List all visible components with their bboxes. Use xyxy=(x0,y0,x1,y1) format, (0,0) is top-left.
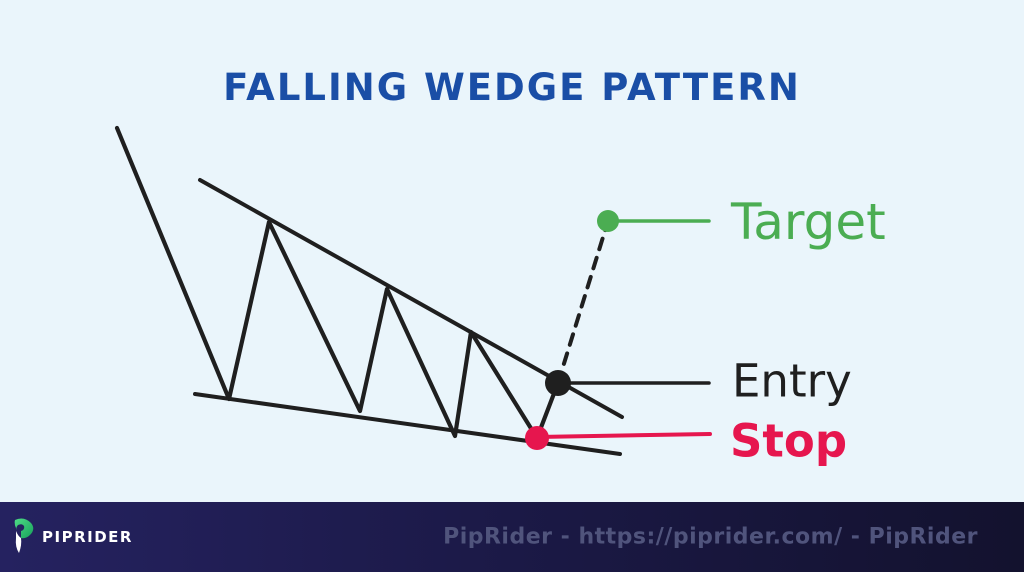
target-label: Target xyxy=(731,193,886,251)
footer-bar: PIPRIDER PipRider - https://piprider.com… xyxy=(0,502,1024,572)
price-zigzag xyxy=(114,125,561,441)
pattern-canvas: FALLING WEDGE PATTERN Target Entry Stop xyxy=(114,66,886,468)
pattern-svg xyxy=(114,125,712,456)
watermark-text: PipRider - https://piprider.com/ - PipRi… xyxy=(443,524,978,550)
stop-point xyxy=(525,426,549,450)
brand-name: PIPRIDER xyxy=(42,528,133,546)
lower-trendline xyxy=(193,392,622,456)
page-title: FALLING WEDGE PATTERN xyxy=(223,66,801,109)
brand-lockup: PIPRIDER xyxy=(13,502,133,572)
target-point xyxy=(597,210,619,232)
projection-dashed-line xyxy=(556,219,610,385)
stop-line xyxy=(535,432,712,439)
entry-point xyxy=(545,370,571,396)
stop-label: Stop xyxy=(730,414,848,468)
piprider-logo-icon xyxy=(14,518,34,553)
entry-label: Entry xyxy=(732,354,852,408)
